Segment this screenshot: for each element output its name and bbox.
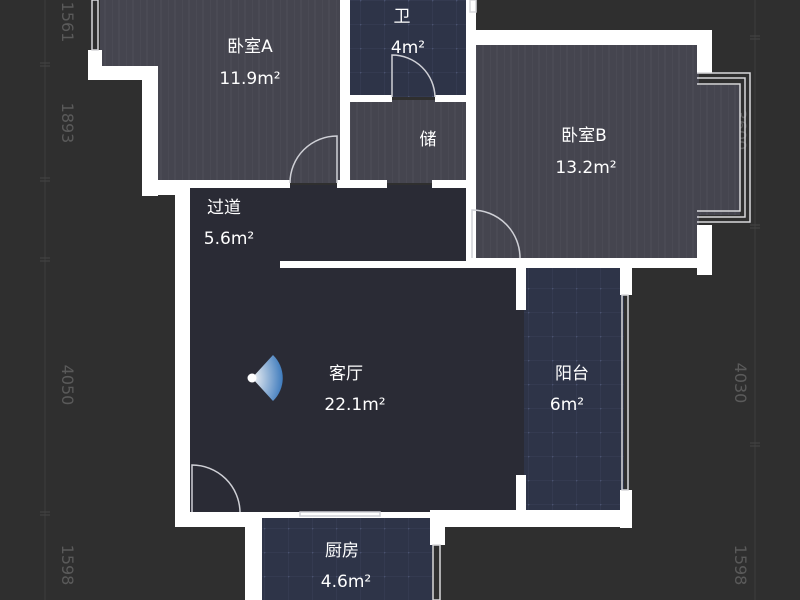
hallway-area: 5.6m²: [204, 229, 254, 249]
door-bedroom-b: [471, 209, 521, 259]
storage-floor[interactable]: [348, 100, 470, 183]
door-bedroom-a: [289, 135, 338, 184]
bay-window-floor[interactable]: [698, 85, 740, 215]
living-room-floor[interactable]: [188, 265, 524, 517]
balcony-floor[interactable]: [524, 268, 624, 511]
balcony-name: 阳台: [555, 364, 589, 384]
bathroom-floor[interactable]: [348, 0, 470, 97]
left-dimension-line: 1561 1893 4050 1598: [40, 0, 77, 600]
door-entrance: [191, 464, 241, 513]
camera-viewpoint-icon[interactable]: [247, 355, 283, 401]
dim-left-4: 1598: [58, 545, 77, 586]
kitchen-floor[interactable]: [260, 518, 432, 600]
door-bathroom: [391, 54, 436, 98]
dim-left-2: 1893: [58, 103, 77, 144]
bathroom-name: 卫: [394, 7, 411, 27]
dim-right-3: 1598: [731, 545, 750, 586]
bedroom-b-area: 13.2m²: [555, 158, 616, 178]
bedroom-b-name: 卧室B: [561, 126, 607, 146]
balcony-area: 6m²: [550, 395, 584, 415]
windows: [91, 0, 751, 600]
kitchen-area: 4.6m²: [321, 572, 371, 592]
dim-right-2: 4030: [731, 363, 750, 404]
living-room-name: 客厅: [329, 364, 363, 384]
hallway-name: 过道: [207, 198, 241, 218]
doors: [191, 54, 521, 517]
bedroom-a-name: 卧室A: [227, 37, 273, 57]
hallway-floor[interactable]: [188, 185, 472, 265]
storage-name: 储: [420, 130, 437, 150]
living-room-area: 22.1m²: [324, 395, 385, 415]
bedroom-a-area: 11.9m²: [219, 69, 280, 89]
kitchen-name: 厨房: [325, 541, 359, 561]
dim-left-3: 4050: [58, 365, 77, 406]
dim-left-1: 1561: [58, 2, 77, 43]
bathroom-area: 4m²: [391, 38, 425, 58]
bedroom-b-floor[interactable]: [475, 44, 699, 260]
walls: [88, 0, 712, 600]
bedroom-a-floor[interactable]: [100, 0, 345, 183]
